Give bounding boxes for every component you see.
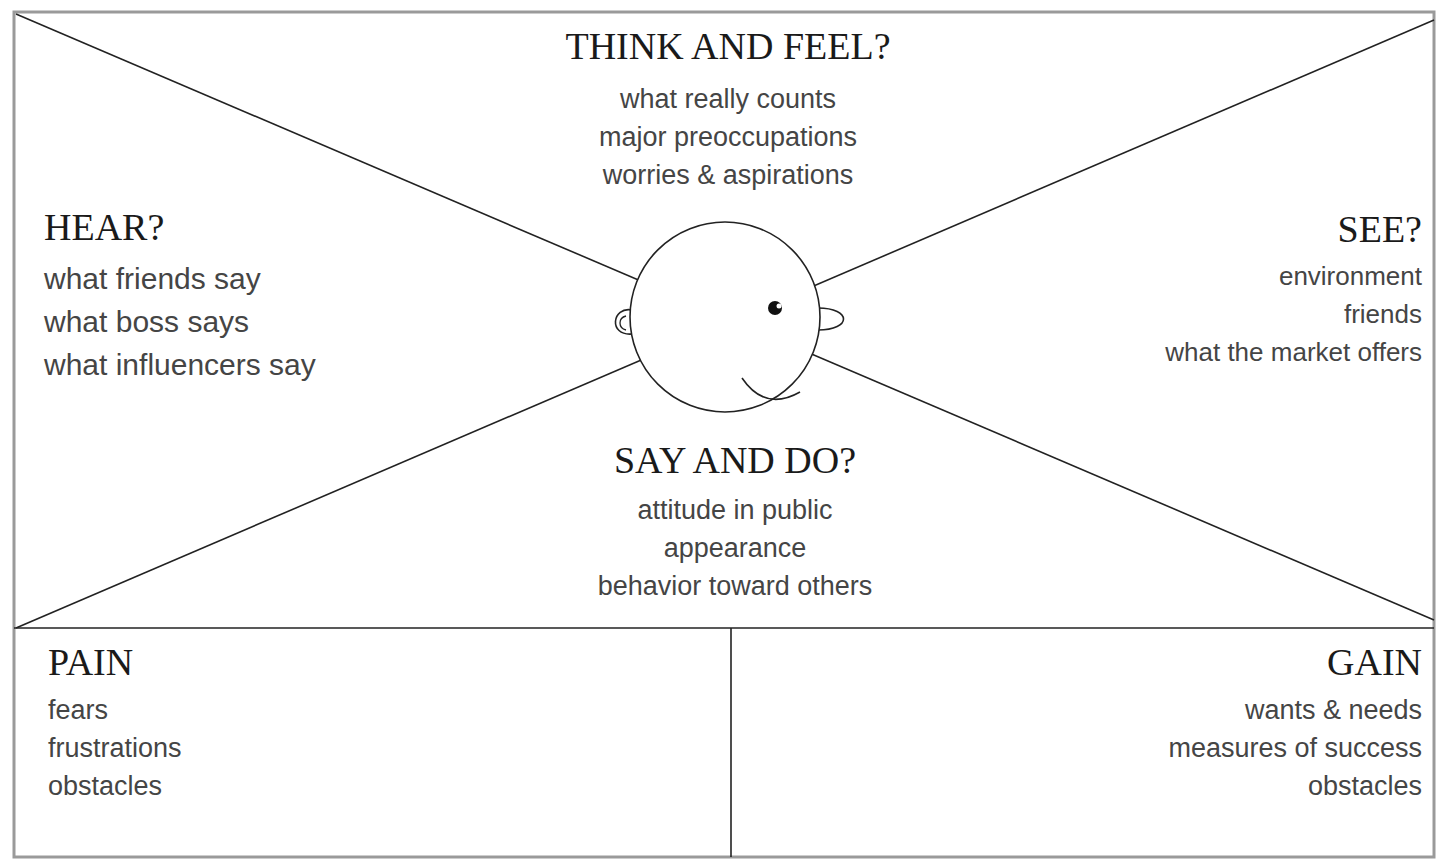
section-heading: GAIN <box>822 640 1422 684</box>
section-item: wants & needs <box>822 691 1422 729</box>
see-region: SEE? environmentfriendswhat the market of… <box>982 207 1422 371</box>
section-item: what influencers say <box>44 343 484 386</box>
section-item: major preoccupations <box>468 118 988 156</box>
section-item: friends <box>982 295 1422 333</box>
pain-box: PAIN fearsfrustrationsobstacles <box>48 640 648 805</box>
outer-frame <box>14 12 1434 857</box>
section-item: measures of success <box>822 729 1422 767</box>
smile <box>742 378 800 399</box>
section-item: obstacles <box>48 767 648 805</box>
section-item: obstacles <box>822 767 1422 805</box>
section-item: behavior toward others <box>495 567 975 605</box>
section-item: appearance <box>495 529 975 567</box>
section-heading: THINK AND FEEL? <box>468 24 988 68</box>
right-ear <box>818 308 844 330</box>
diagonal-line <box>16 20 1434 628</box>
section-item: what the market offers <box>982 333 1422 371</box>
diagonal-line <box>16 14 1434 620</box>
section-heading: PAIN <box>48 640 648 684</box>
head-circle <box>630 222 820 412</box>
divider-line <box>14 627 1434 629</box>
say-do-region: SAY AND DO? attitude in publicappearanceb… <box>495 438 975 605</box>
face-illustration <box>615 222 843 412</box>
think-feel-region: THINK AND FEEL? what really countsmajor p… <box>468 24 988 194</box>
eye-glint <box>777 304 782 309</box>
section-item: what really counts <box>468 80 988 118</box>
section-heading: SEE? <box>982 207 1422 251</box>
section-item: worries & aspirations <box>468 156 988 194</box>
section-item: frustrations <box>48 729 648 767</box>
section-item: environment <box>982 257 1422 295</box>
eye <box>768 301 782 315</box>
divider-line <box>730 628 732 857</box>
section-heading: SAY AND DO? <box>495 438 975 482</box>
section-item: fears <box>48 691 648 729</box>
section-item: what friends say <box>44 257 484 300</box>
section-heading: HEAR? <box>44 205 484 249</box>
section-item: what boss says <box>44 300 484 343</box>
gain-box: GAIN wants & needsmeasures of successobst… <box>822 640 1422 805</box>
left-ear-inner <box>620 316 626 330</box>
section-item: attitude in public <box>495 491 975 529</box>
hear-region: HEAR? what friends saywhat boss sayswhat … <box>44 205 484 386</box>
